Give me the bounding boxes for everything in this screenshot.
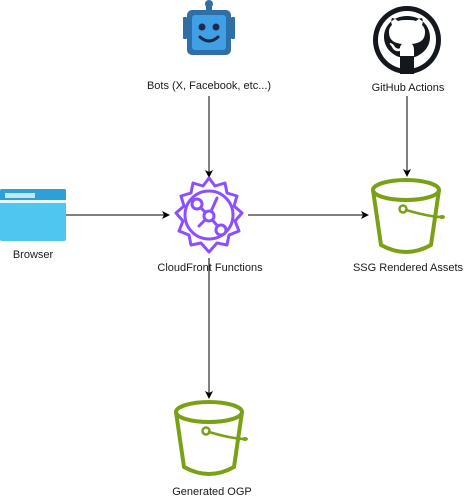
cloudfront-functions-label: CloudFront Functions	[157, 262, 263, 274]
s3-bucket-icon	[174, 400, 248, 476]
github-icon	[373, 6, 441, 74]
browser-window-icon	[0, 189, 66, 241]
ssg-rendered-assets-label: SSG Rendered Assets	[352, 262, 464, 274]
bots-label: Bots (X, Facebook, etc...)	[146, 80, 272, 92]
browser-label: Browser	[12, 249, 54, 261]
robot-icon	[183, 0, 235, 55]
cloudfront-functions-icon	[174, 176, 244, 254]
s3-bucket-icon	[371, 178, 445, 254]
github-actions-label: GitHub Actions	[371, 82, 445, 94]
connectors	[66, 96, 411, 399]
generated-ogp-label: Generated OGP	[172, 486, 252, 498]
